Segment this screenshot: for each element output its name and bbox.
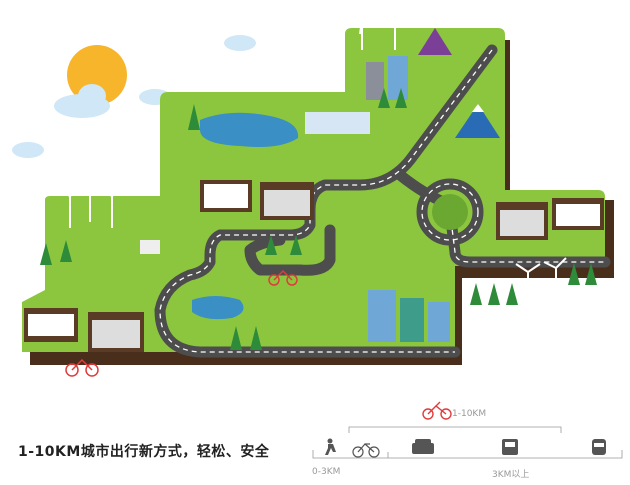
bike-stations	[24, 180, 604, 352]
distance-axis	[312, 450, 623, 459]
bicycle-icon	[352, 443, 380, 458]
lake	[200, 112, 299, 147]
long-range-label: 3KM以上	[492, 470, 530, 480]
cyclist	[65, 269, 298, 377]
cloud-icon	[12, 35, 256, 158]
distance-legend	[312, 426, 623, 459]
mountain-blue	[455, 104, 500, 138]
car-icon	[412, 439, 434, 454]
buildings	[140, 56, 450, 342]
caption: 1-10KM城市出行新方式，轻松、安全	[18, 444, 270, 460]
bus-icon	[502, 439, 518, 455]
roundabout-center	[432, 194, 468, 230]
pond	[192, 296, 244, 320]
walk-icon	[325, 438, 336, 455]
trees	[40, 88, 597, 350]
shared-bike-range-label: 1-10KM	[452, 409, 487, 419]
wind-turbines	[57, 7, 567, 306]
short-range-label: 0-3KM	[312, 467, 341, 477]
shared-bike-range-bracket	[348, 426, 562, 433]
mountain-purple	[418, 28, 452, 55]
shared-bike-icon	[422, 401, 452, 420]
train-icon	[592, 439, 606, 455]
